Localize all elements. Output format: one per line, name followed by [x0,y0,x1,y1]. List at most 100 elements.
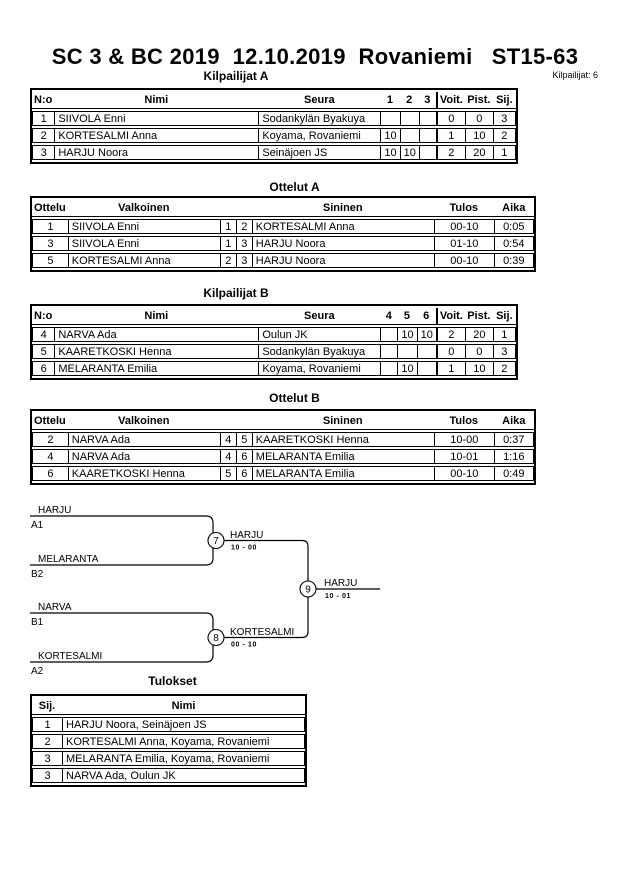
cell: 3 [235,236,252,251]
cell: 0 [435,344,465,359]
cell: SIIVOLA Enni [67,236,220,251]
col-header [219,200,236,217]
seed-tag: B1 [31,617,44,628]
cell: 0:54 [493,236,534,251]
cell [416,344,436,359]
cell: 6 [235,449,252,464]
col-header: Nimi [54,92,259,109]
cell [399,128,419,143]
cell: MELARANTA Emilia, Koyama, Rovaniemi [62,751,305,766]
col-header: Ottelu [32,413,68,430]
cell [399,111,419,126]
cell: HARJU Noora [251,236,434,251]
cell: 1 [32,111,55,126]
cell: 10 [399,145,419,160]
cell: 5 [235,432,252,447]
match-number-circle [207,628,225,647]
cell: HARJU Noora [54,145,259,160]
header-row: N:o Nimi Seura 1 2 3 Voit. Pist. Sij. [32,92,516,109]
cell: 1 [219,236,236,251]
cell [418,111,436,126]
col-header: Pist. [464,92,493,109]
cell: 2 [32,128,55,143]
cell: 1 [492,145,516,160]
cell: KAARETKOSKI Henna [251,432,434,447]
pool-a-table: N:o Nimi Seura 1 2 3 Voit. Pist. Sij. 1 … [30,88,518,164]
seed-tag: A2 [31,666,44,677]
cell [418,145,436,160]
cell: 3 [32,768,62,783]
col-header: Aika [493,413,534,430]
match-winner: KORTESALMI [230,627,294,638]
col-header: N:o [32,92,55,109]
col-header: Nimi [54,308,259,325]
seed-tag: A1 [31,520,44,531]
cell: 10 [380,145,400,160]
cell: 2 [32,734,62,749]
col-header: Sij. [492,308,516,325]
col-header: Pist. [464,308,493,325]
bracket-line [224,589,309,639]
cell: 1:16 [493,449,534,464]
col-header: 5 [397,308,417,325]
cell: Koyama, Rovaniemi [258,361,381,376]
cell: 6 [32,361,55,376]
table-row: 3 NARVA Ada, Oulun JK [32,768,305,783]
cell: 10 [416,327,436,342]
cell: 1 [219,219,236,234]
cell: 10 [380,128,400,143]
col-header [219,413,236,430]
table-row: 3 SIIVOLA Enni 1 3 HARJU Noora 01-10 0:5… [32,236,534,251]
cell: 1 [492,327,516,342]
cell: 2 [435,145,465,160]
table-row: 2 KORTESALMI Anna, Koyama, Rovaniemi [32,734,305,749]
seed-name: MELARANTA [38,554,99,565]
header-row: Ottelu Valkoinen Sininen Tulos Aika [32,413,534,430]
results-table: Sij. Nimi 1 HARJU Noora, Seinäjoen JS 2 … [30,694,307,787]
cell: NARVA Ada [54,327,259,342]
col-header [235,413,252,430]
cell: 0 [464,111,493,126]
cell: Koyama, Rovaniemi [258,128,381,143]
cell: 0:39 [493,253,534,268]
match-number: 7 [213,536,219,547]
cell: 3 [32,236,68,251]
col-header [235,200,252,217]
cell: MELARANTA Emilia [251,466,434,481]
matches-a-table: Ottelu Valkoinen Sininen Tulos Aika 1 SI… [30,196,536,272]
table-row: 2 NARVA Ada 4 5 KAARETKOSKI Henna 10-00 … [32,432,534,447]
match-winner: HARJU [324,578,357,589]
match-score: 00 - 10 [231,642,257,649]
cell [416,361,436,376]
cell: 1 [32,219,68,234]
elimination-bracket: HARJU A1 MELARANTA B2 NARVA B1 KORTESALM… [30,505,380,677]
match-number-circle [207,531,225,550]
cell: 1 [435,361,465,376]
cell [397,344,417,359]
cell: KORTESALMI Anna [54,128,259,143]
pool-b-caption: Kilpailijat B [203,286,269,300]
cell: 0 [464,344,493,359]
cell: 5 [32,344,55,359]
col-header: Aika [493,200,534,217]
cell [418,128,436,143]
matches-a-caption: Ottelut A [269,180,320,194]
cell [380,111,400,126]
matches-b-caption: Ottelut B [269,391,320,405]
cell: Seinäjoen JS [258,145,381,160]
cell: 00-10 [433,219,494,234]
cell: 3 [492,111,516,126]
cell: 10-00 [433,432,494,447]
cell: 2 [219,253,236,268]
cell: KAARETKOSKI Henna [67,466,220,481]
cell: 4 [32,449,68,464]
cell: 3 [32,145,55,160]
cell: 0 [435,111,465,126]
results-caption: Tulokset [148,674,197,688]
match-number: 9 [305,585,311,596]
table-row: 6 KAARETKOSKI Henna 5 6 MELARANTA Emilia… [32,466,534,481]
bracket-line [224,539,309,589]
cell: MELARANTA Emilia [251,449,434,464]
cell: 0:05 [493,219,534,234]
